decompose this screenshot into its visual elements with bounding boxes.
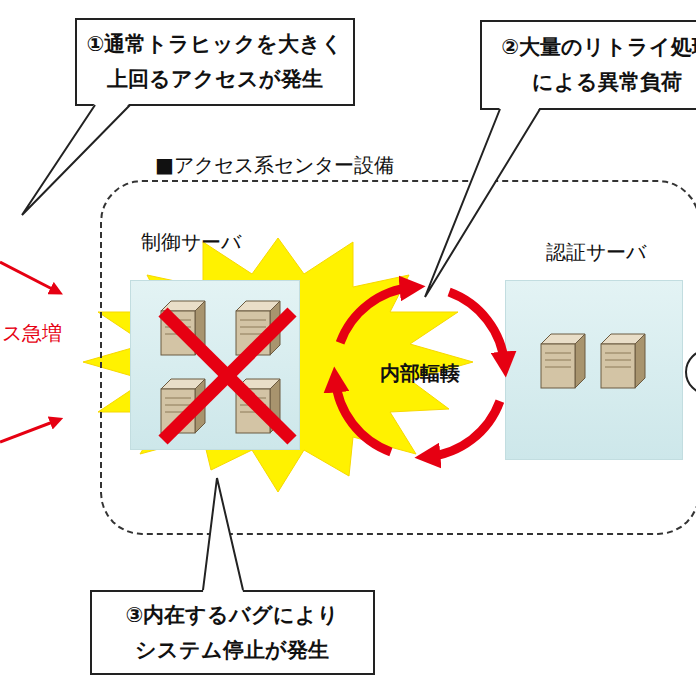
cropped-marker xyxy=(686,350,696,394)
server-box: 認証サーバ xyxy=(505,280,683,460)
callout-tails xyxy=(22,103,540,592)
callout-box: ①通常トラヒックを大きく上回るアクセスが発生 xyxy=(75,18,355,106)
callout-text: ①通常トラヒックを大きく上回るアクセスが発生 xyxy=(85,27,345,97)
callout-box: ②大量のリトライ処理による異常負荷 xyxy=(480,20,696,110)
heading-text: 認証サーバ xyxy=(546,239,646,266)
heading-text: ■アクセス系センター設備 xyxy=(155,152,394,179)
callout-text: ②大量のリトライ処理による異常負荷 xyxy=(498,30,696,100)
heading-text: 制御サーバ xyxy=(141,229,241,256)
callout-text: ③内在するバグによりシステム停止が発生 xyxy=(123,598,341,668)
traffic-label: ス急増 xyxy=(2,320,82,347)
failure-cross xyxy=(163,312,292,440)
callout-box: ③内在するバグによりシステム停止が発生 xyxy=(90,590,375,675)
congestion-label: 内部輻輳 xyxy=(360,360,480,387)
incoming-arrows xyxy=(0,262,58,442)
congestion-loop xyxy=(335,287,504,456)
